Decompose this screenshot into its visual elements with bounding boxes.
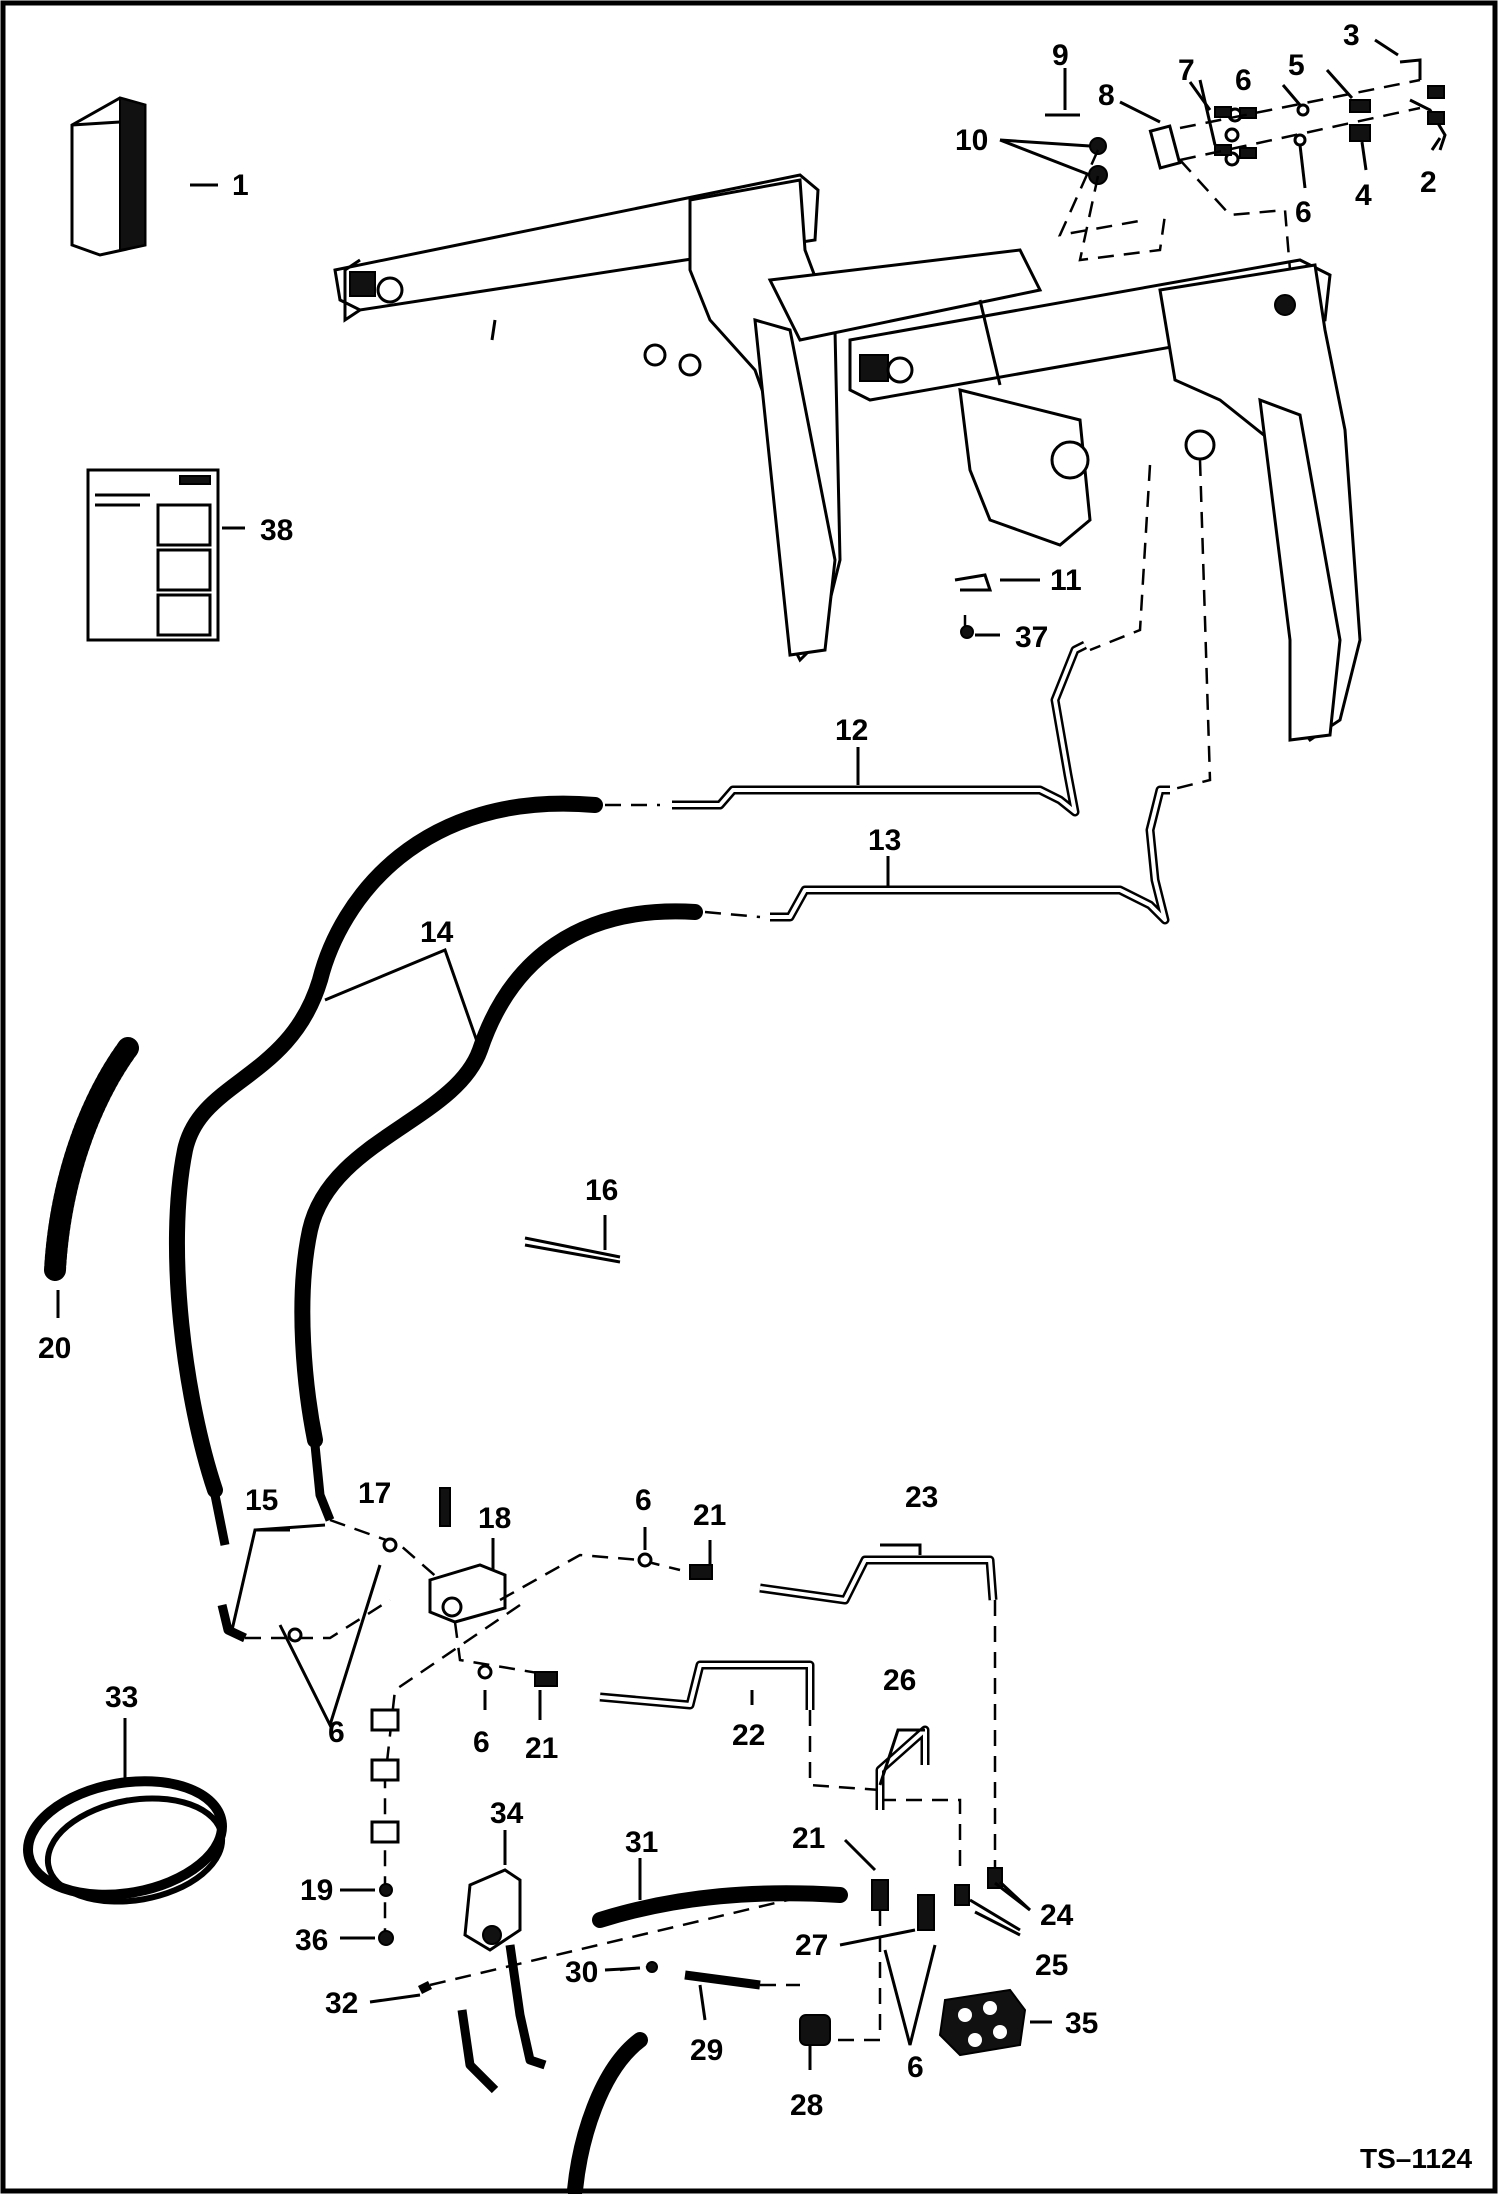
callout-6: 6 (1235, 64, 1252, 97)
callout-6f: 6 (907, 2051, 924, 2084)
pin-11 (954, 573, 993, 592)
manual-box (70, 96, 147, 257)
hose-14-left (168, 795, 603, 1498)
callout-28: 28 (790, 2089, 823, 2122)
elbow-28 (799, 2014, 831, 2046)
callout-29: 29 (690, 2034, 723, 2067)
decal-sheet (86, 468, 220, 642)
callout-8: 8 (1098, 79, 1115, 112)
callout-1: 1 (232, 169, 249, 202)
callout-37: 37 (1015, 621, 1048, 654)
callout-27: 27 (795, 1929, 828, 1962)
figure-reference: TS–1124 (1360, 2143, 1473, 2174)
callout-16: 16 (585, 1174, 618, 1207)
callout-numbers: 1 2 3 4 5 6 7 8 9 10 11 12 13 14 15 16 1… (38, 19, 1437, 2122)
callout-7: 7 (1178, 54, 1195, 87)
lift-arm-assembly (333, 173, 1362, 743)
callout-15: 15 (245, 1484, 278, 1517)
callout-17: 17 (358, 1477, 391, 1510)
valve-block-18 (428, 1487, 507, 1624)
callout-25: 25 (1035, 1949, 1068, 1982)
callout-33: 33 (105, 1681, 138, 1714)
callout-32: 32 (325, 1987, 358, 2020)
callout-21a: 21 (693, 1499, 726, 1532)
callout-34: 34 (490, 1797, 524, 1830)
callout-26: 26 (883, 1664, 916, 1697)
spring-guard-20 (44, 1037, 139, 1281)
tube-13 (770, 785, 1170, 925)
callout-24: 24 (1040, 1899, 1074, 1932)
callout-23: 23 (905, 1481, 938, 1514)
upper-fittings (1045, 58, 1447, 185)
callout-6c: 6 (635, 1484, 652, 1517)
callout-2: 2 (1420, 166, 1437, 199)
callout-13: 13 (868, 824, 901, 857)
callout-31: 31 (625, 1826, 658, 1859)
callout-4: 4 (1355, 179, 1372, 212)
pin-16 (524, 1236, 621, 1264)
callout-35: 35 (1065, 2007, 1098, 2040)
leader-lines (56, 38, 1442, 2070)
callout-22: 22 (732, 1719, 765, 1752)
callout-9: 9 (1052, 39, 1069, 72)
callout-20: 20 (38, 1332, 71, 1365)
callout-10: 10 (955, 124, 988, 157)
callout-6d: 6 (328, 1716, 345, 1749)
hose-31 (592, 1885, 848, 1928)
callout-3: 3 (1343, 19, 1360, 52)
hose-14-right (294, 903, 703, 1448)
callout-14: 14 (420, 916, 454, 949)
callout-30: 30 (565, 1956, 598, 1989)
callout-11: 11 (1050, 564, 1082, 597)
tube-12 (672, 640, 1088, 817)
wire-coil-33 (23, 1776, 227, 1905)
callout-21c: 21 (792, 1822, 825, 1855)
callout-6b: 6 (1295, 196, 1312, 229)
callout-6e: 6 (473, 1726, 490, 1759)
control-valve-35 (938, 1988, 1027, 2057)
callout-5: 5 (1288, 49, 1305, 82)
nut-37 (960, 625, 974, 639)
callout-21b: 21 (525, 1732, 558, 1765)
callout-36: 36 (295, 1924, 328, 1957)
switch-34 (417, 1868, 648, 2198)
callout-12: 12 (835, 714, 868, 747)
callout-38: 38 (260, 514, 293, 547)
callout-19: 19 (300, 1874, 333, 1907)
callout-18: 18 (478, 1502, 511, 1535)
